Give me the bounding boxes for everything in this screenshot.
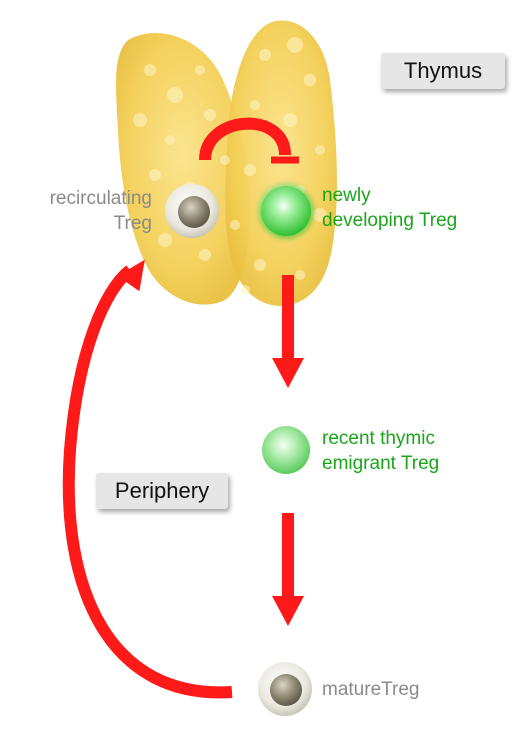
thymus-gland <box>116 20 337 306</box>
periphery-region-label: Periphery <box>96 473 228 509</box>
recirculation-arrow <box>62 259 233 699</box>
arrow-thymus-to-emigrant <box>272 275 304 388</box>
inhibition-arrow <box>199 117 299 164</box>
recent-emigrant-treg-label: recent thymic emigrant Treg <box>322 428 440 474</box>
recirculating-treg-label: recirculating Treg <box>49 188 152 234</box>
mature-treg-label: matureTreg <box>322 679 420 700</box>
recirculating-treg-cell <box>165 184 219 238</box>
thymus-texture <box>133 37 327 295</box>
thymus-region-label: Thymus <box>381 53 505 89</box>
thymus-left-lobe <box>116 32 251 305</box>
arrow-emigrant-to-mature <box>272 513 304 626</box>
mature-treg-cell <box>258 662 312 716</box>
recent-emigrant-treg-cell <box>262 426 310 474</box>
newly-developing-treg-label: newly developing Treg <box>322 185 458 231</box>
newly-developing-treg-cell <box>258 183 314 239</box>
